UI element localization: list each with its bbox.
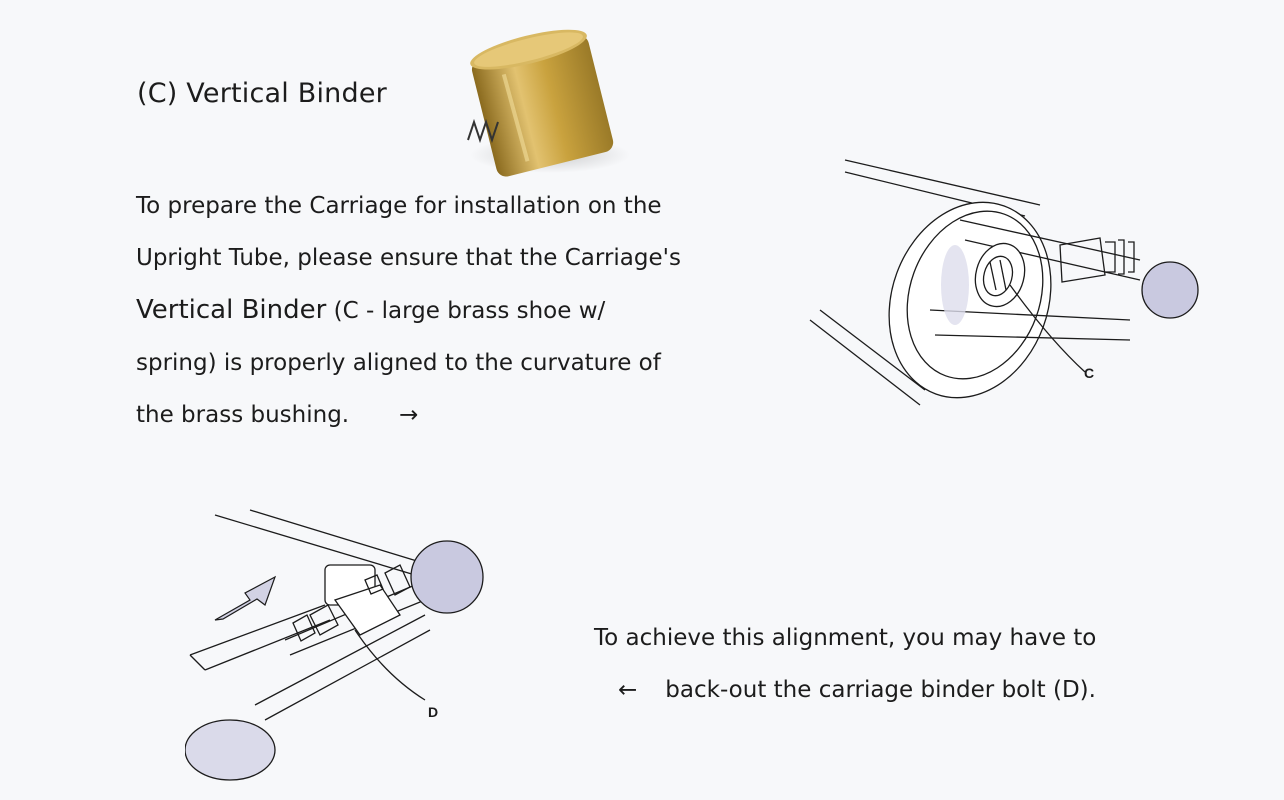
- alignment-line-2: back-out the carriage binder bolt (D).: [665, 677, 1096, 703]
- binder-bolt-diagram: D: [185, 509, 484, 781]
- paragraph-line-1: To prepare the Carriage for installation…: [136, 193, 662, 219]
- callout-d-label: D: [428, 704, 438, 720]
- vertical-binder-term: Vertical Binder: [136, 295, 327, 325]
- alignment-line-1: To achieve this alignment, you may have …: [594, 625, 1097, 651]
- paragraph-line-3: (C - large brass shoe w/: [326, 298, 606, 324]
- paragraph-line-2: Upright Tube, please ensure that the Car…: [136, 245, 681, 271]
- carriage-binder-diagram: C: [809, 159, 1199, 406]
- paragraph-line-5: the brass bushing.: [136, 402, 350, 428]
- section-heading: (C) Vertical Binder: [137, 78, 387, 109]
- alignment-paragraph: To achieve this alignment, you may have …: [594, 612, 1214, 716]
- right-arrow-icon: →: [399, 402, 419, 428]
- paragraph-line-4: spring) is properly aligned to the curva…: [136, 350, 661, 376]
- instruction-paragraph: To prepare the Carriage for installation…: [136, 180, 776, 441]
- brass-shoe-photo: [467, 29, 630, 177]
- callout-c-label: C: [1084, 365, 1094, 381]
- left-arrow-icon: ←: [618, 677, 638, 703]
